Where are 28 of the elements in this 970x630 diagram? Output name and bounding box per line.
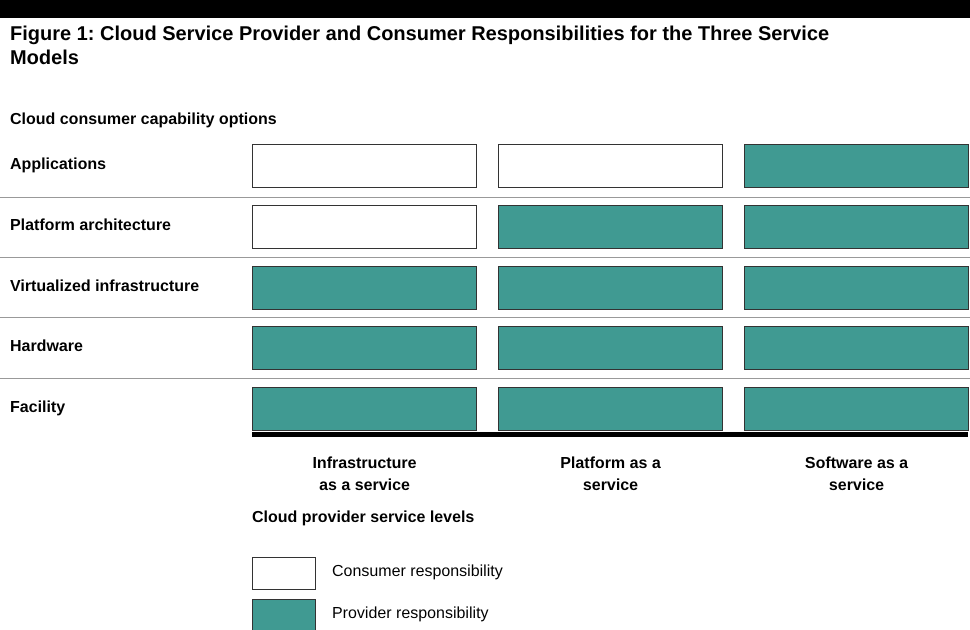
responsibility-cell: [498, 326, 723, 370]
responsibility-cell: [252, 205, 477, 249]
row-label: Hardware: [10, 338, 83, 356]
responsibility-cell: [498, 266, 723, 310]
responsibility-cell: [252, 266, 477, 310]
figure-title: Figure 1: Cloud Service Provider and Consumer Responsibilities for the Three Service Models: [10, 22, 830, 70]
row-label: Virtualized infrastructure: [10, 278, 200, 296]
legend-label: Provider responsibility: [332, 605, 489, 623]
column-label: Platform as a service: [559, 454, 662, 496]
column-label: Software as a service: [804, 454, 910, 496]
legend-label: Consumer responsibility: [332, 563, 503, 581]
responsibility-cell: [744, 326, 969, 370]
responsibility-cell: [252, 326, 477, 370]
responsibility-cell: [498, 205, 723, 249]
responsibility-cell: [744, 387, 969, 431]
responsibility-cell: [498, 387, 723, 431]
section-heading: Cloud provider service levels: [252, 509, 474, 527]
section-heading: Cloud consumer capability options: [10, 111, 277, 129]
responsibility-cell: [498, 144, 723, 188]
responsibility-cell: [252, 144, 477, 188]
row-label: Facility: [10, 399, 66, 417]
responsibility-cell: [744, 205, 969, 249]
responsibility-cell: [252, 387, 477, 431]
responsibility-cell: [744, 266, 969, 310]
responsibility-cell: [744, 144, 969, 188]
column-label: Infrastructure as a service: [311, 454, 418, 496]
row-label: Applications: [10, 156, 106, 174]
row-label: Platform architecture: [10, 217, 171, 235]
